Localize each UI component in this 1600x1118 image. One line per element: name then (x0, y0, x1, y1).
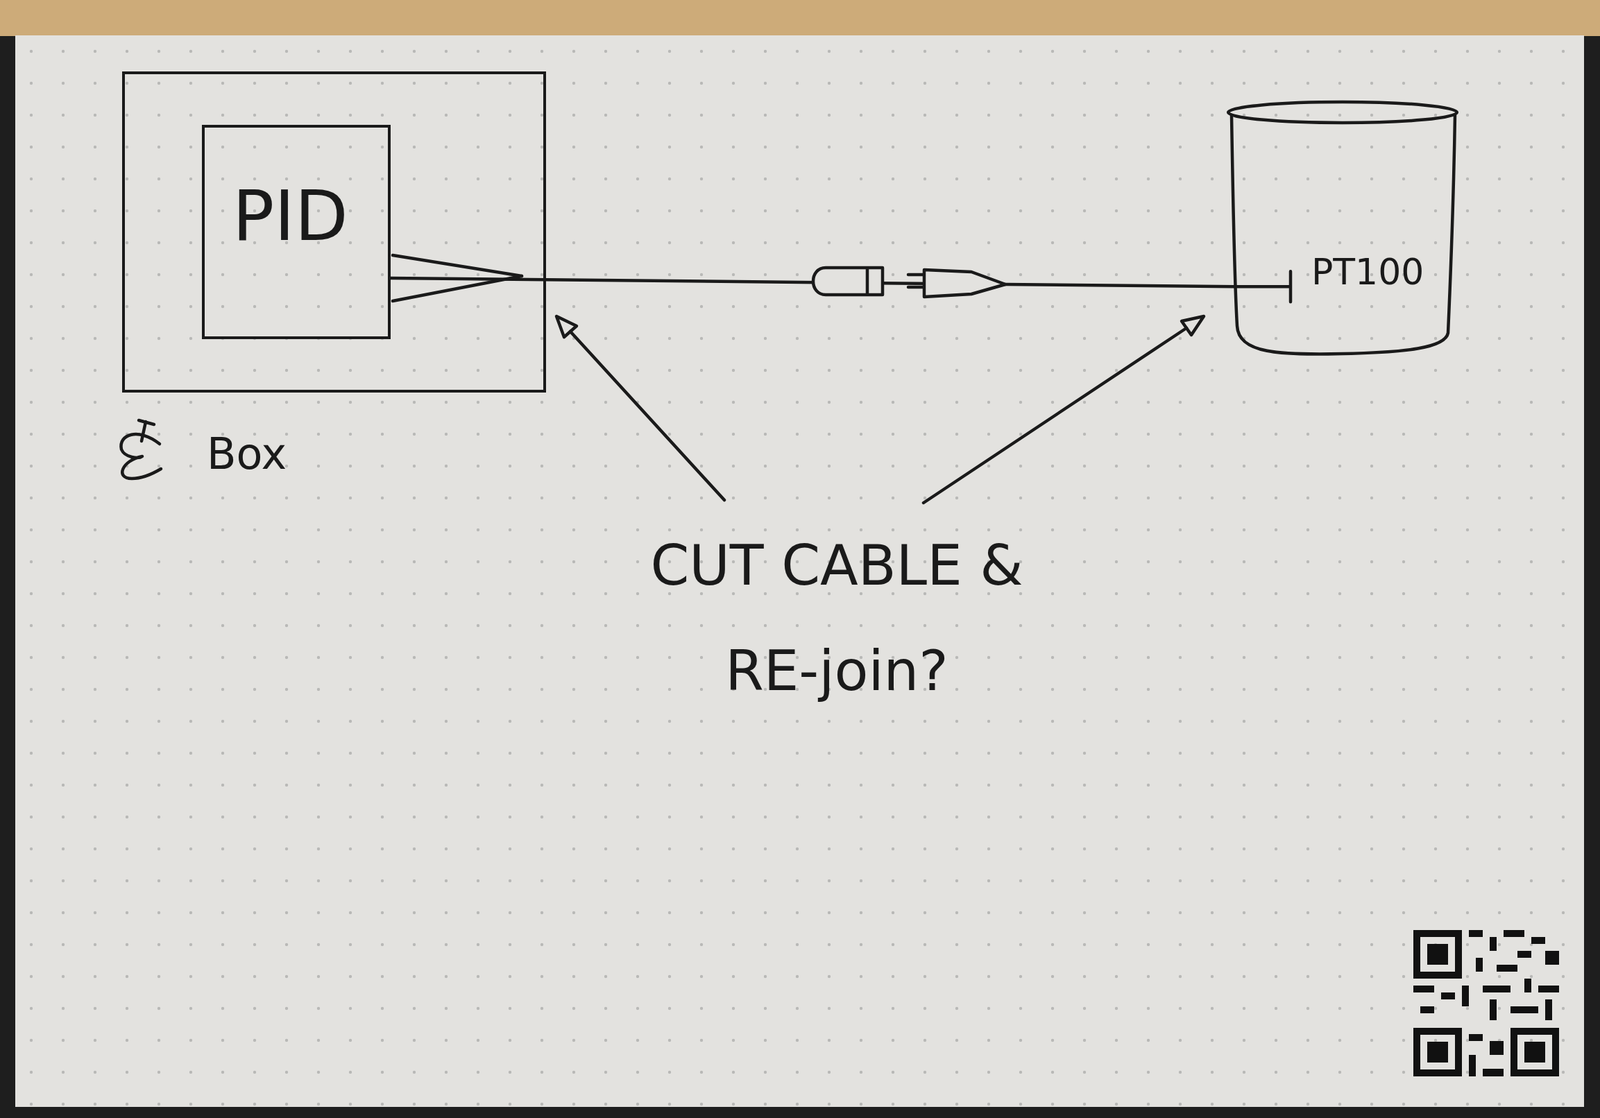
vessel: PT100 (1224, 97, 1461, 365)
node-label: PID (232, 176, 349, 257)
note: CUT CABLE & RE-join? (628, 513, 1045, 725)
female-plug (813, 267, 883, 295)
enclosure-box: PIDBox (122, 71, 547, 393)
sensor-probe (1235, 271, 1291, 302)
leader-arrowhead (1181, 316, 1204, 336)
node-label: PT100 (1311, 251, 1424, 294)
box-label: Box (206, 429, 287, 479)
vessel-outline (1224, 97, 1461, 365)
enclosure-box: PID (201, 124, 391, 340)
vessel-rim (1228, 101, 1458, 123)
male-plug (908, 269, 1006, 297)
vessel-body (1231, 115, 1455, 355)
leader-arrowhead (556, 316, 577, 338)
cable-wire (392, 276, 522, 302)
cable-wire (392, 255, 522, 277)
leader-line (923, 328, 1187, 504)
paper-sheet (15, 35, 1585, 1108)
leader-line (570, 331, 725, 501)
pointer-squiggle (120, 420, 161, 479)
wood-table (0, 0, 1600, 37)
dot-grid (15, 35, 1585, 1108)
qr-code (1413, 930, 1560, 1077)
